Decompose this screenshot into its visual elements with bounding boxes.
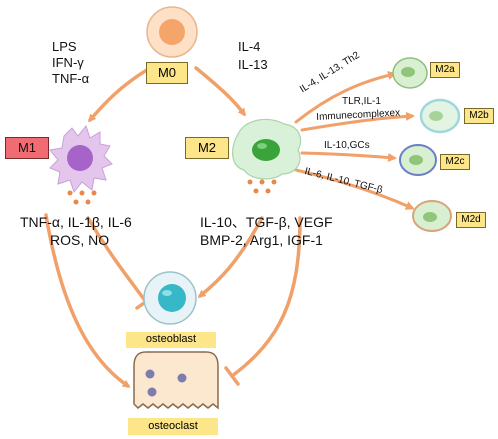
arrow-m0-to-m1	[88, 66, 152, 123]
m2b-arrow-label-1: TLR,IL-1	[342, 96, 381, 107]
m2d-label: M2d	[456, 212, 486, 228]
m1-stimulus-2: IFN-γ	[52, 55, 84, 70]
m2-secretion-dots	[247, 179, 277, 194]
m1-secretion-dots	[67, 190, 97, 205]
arrow-m1-to-osteoclast	[44, 213, 131, 388]
inhibit-m1-to-osteoblast	[86, 216, 148, 304]
osteoblast-label: osteoblast	[126, 332, 216, 348]
m1-stimulus-3: TNF-α	[52, 71, 90, 86]
arrow-m2-to-m2c	[300, 151, 397, 162]
subtype-arrows	[294, 70, 415, 210]
inhibit-bar-osteoclast	[224, 366, 240, 386]
m1-cell	[49, 124, 113, 194]
m1-label: M1	[5, 137, 49, 159]
m2-secretion-line-2: BMP-2, Arg1, IGF-1	[200, 232, 323, 248]
m2c-arrow-label: IL-10,GCs	[324, 140, 370, 151]
main-arrows	[44, 66, 302, 388]
m2a-cell	[392, 57, 428, 89]
arrow-m2-to-m2a	[294, 70, 397, 124]
m1-stimulus-1: LPS	[52, 39, 77, 54]
arrow-m0-to-m2	[194, 66, 246, 117]
inhibit-m2-to-osteoclast	[230, 216, 302, 378]
m2-label: M2	[185, 137, 229, 159]
osteoblast-cell	[143, 271, 197, 325]
m2b-label: M2b	[464, 108, 494, 124]
m2-secretion-line-1: IL-10、TGF-β, VEGF	[200, 214, 333, 230]
m2-stimulus-1: IL-4	[238, 39, 261, 54]
m1-secretion-line-2: ROS, NO	[50, 232, 110, 248]
osteoclast-label: osteoclast	[128, 418, 218, 435]
m0-label: M0	[146, 62, 188, 84]
arrow-m2-to-osteoblast	[197, 216, 264, 298]
m2c-label: M2c	[440, 154, 470, 170]
arrow-m2-to-m2b	[300, 111, 415, 132]
osteoclast-cell	[133, 351, 219, 410]
m2c-cell	[399, 144, 437, 176]
m2-cell	[232, 118, 302, 180]
m2-stimulus-2: IL-13	[238, 57, 268, 72]
m2a-label: M2a	[430, 62, 460, 78]
m0-cell	[146, 6, 198, 58]
m1-secretion-line-1: TNF-α, IL-1β, IL-6	[20, 214, 132, 230]
m2b-cell	[419, 98, 461, 134]
arrow-m2-to-m2d	[294, 168, 415, 210]
m2d-cell	[412, 200, 452, 232]
